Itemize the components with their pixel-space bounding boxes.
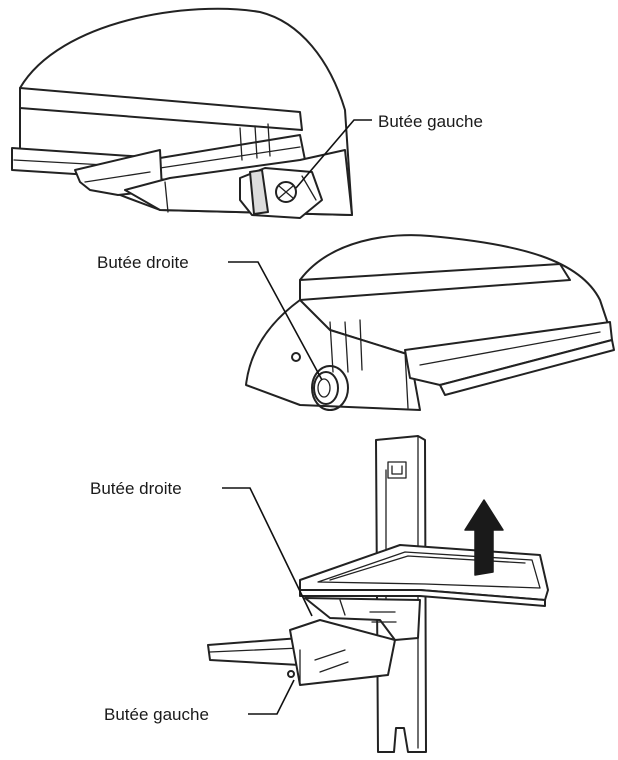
panel-bottom-shelf-on-upright [207, 435, 549, 753]
leader-middle-right-stop [228, 261, 323, 381]
right-stop-part-middle [311, 365, 349, 411]
up-arrow-icon [464, 499, 504, 576]
label-bottom-left-stop: Butée gauche [104, 705, 209, 724]
label-middle-right-stop: Butée droite [97, 253, 189, 272]
label-bottom-right-stop: Butée droite [90, 479, 182, 498]
label-top-left-stop: Butée gauche [378, 112, 483, 131]
leader-bottom-left-stop [248, 679, 295, 715]
left-stop-part-top [239, 167, 323, 219]
leader-top-left-stop [295, 119, 372, 189]
leader-bottom-right-stop [222, 487, 313, 617]
panel-middle-shelf-right-stop [245, 234, 615, 411]
panel-top-shelf-left-stop [11, 7, 353, 219]
